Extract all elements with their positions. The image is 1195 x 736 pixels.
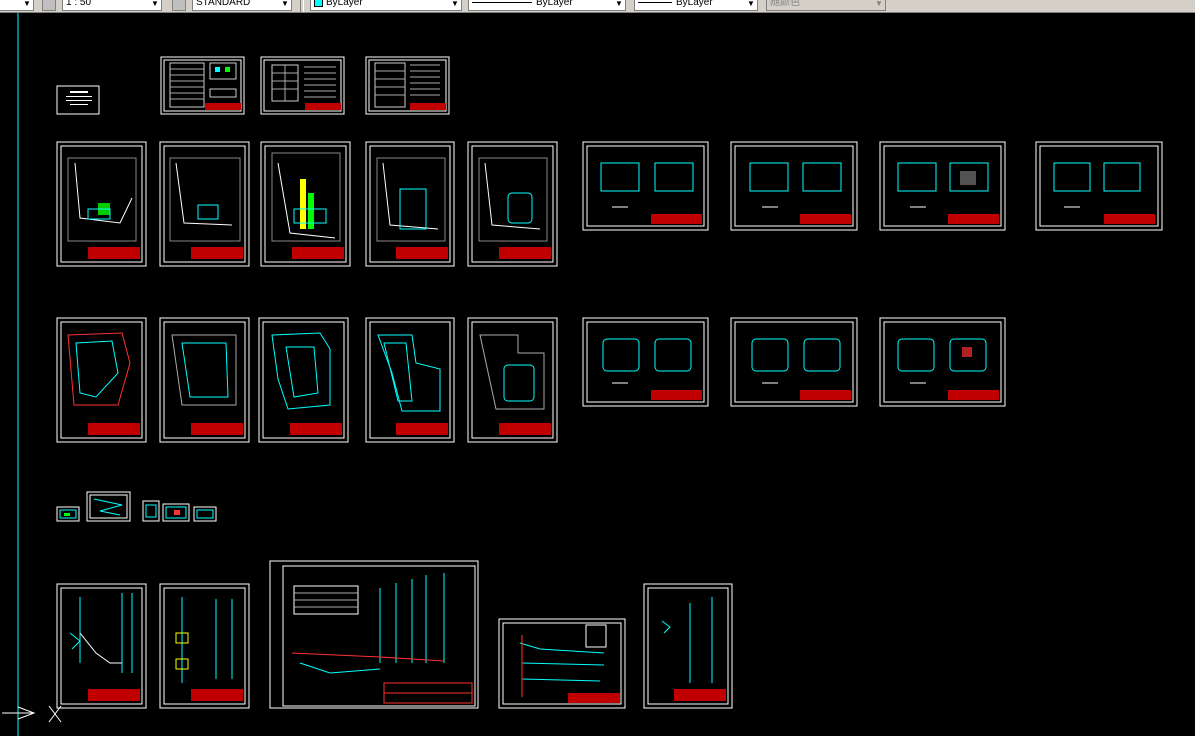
chevron-down-icon: ▼ [747,0,755,8]
riser-diagram-sheet[interactable] [159,583,250,709]
scale-value: 1 : 50 [66,0,92,8]
sheet-group-small-details [56,491,217,522]
plan-sheet[interactable] [56,317,147,443]
plan-sheet[interactable] [467,317,558,443]
plan-sheet[interactable] [467,141,558,267]
linetype-combo[interactable]: ByLayer ▼ [468,0,626,11]
toolbar-separator [300,0,304,12]
lineweight-combo[interactable]: ByLayer ▼ [634,0,758,11]
chevron-down-icon: ▼ [281,0,289,8]
system-diagram-sheet[interactable] [498,618,626,709]
sheet-group-plans-row-2 [56,317,1006,443]
detail-sheet[interactable] [56,506,80,522]
detail-sheet[interactable] [86,491,131,522]
plot-style-value: 随颜色 [770,0,800,8]
sheet-group-plans-row-1 [56,141,1163,267]
riser-diagram-sheet[interactable] [643,583,733,709]
ucs-axis-icon [2,705,62,723]
chevron-down-icon: ▼ [23,0,31,8]
unit-plan-sheet[interactable] [1035,141,1163,231]
color-combo[interactable]: ByLayer ▼ [310,0,462,11]
scale-combo[interactable]: 1 : 50 ▼ [62,0,162,11]
unit-plan-sheet[interactable] [582,141,709,231]
chevron-down-icon: ▼ [875,0,883,8]
plot-style-combo[interactable]: 随颜色 ▼ [766,0,886,11]
plan-sheet[interactable] [258,317,349,443]
lineweight-value: ByLayer [676,0,713,8]
sheet-group-system-diagrams [56,560,733,709]
unit-plan-sheet[interactable] [582,317,709,407]
color-value: ByLayer [326,0,363,9]
dimension-scale-icon[interactable] [42,0,56,11]
plan-sheet[interactable] [365,317,455,443]
sheet-group-cover [56,56,450,115]
cover-sheet[interactable] [56,85,100,115]
model-space-canvas[interactable] [0,13,1195,736]
plan-sheet[interactable] [159,141,250,267]
plan-sheet[interactable] [56,141,147,267]
chevron-down-icon: ▼ [451,0,459,8]
unit-plan-sheet[interactable] [730,317,858,407]
chevron-down-icon: ▼ [151,0,159,8]
unit-plan-sheet[interactable] [879,317,1006,407]
notes-sheet-3[interactable] [365,56,450,115]
lineweight-sample [638,1,672,3]
riser-diagram-sheet[interactable] [56,583,147,709]
detail-sheet[interactable] [193,506,217,522]
text-style-value: STANDARD [196,0,251,8]
left-truncated-combo[interactable]: ▼ [0,0,34,11]
linetype-sample [472,1,532,3]
properties-toolbar: ▼ 1 : 50 ▼ STANDARD ▼ ByLayer ▼ ByLayer … [0,0,1195,13]
text-style-combo[interactable]: STANDARD ▼ [192,0,292,11]
system-diagram-sheet[interactable] [269,560,479,709]
detail-sheet[interactable] [142,500,160,522]
color-swatch [314,0,323,7]
linetype-value: ByLayer [536,0,573,8]
plan-sheet[interactable] [260,141,351,267]
notes-sheet-1[interactable] [160,56,245,115]
unit-plan-sheet[interactable] [879,141,1006,231]
chevron-down-icon: ▼ [615,0,623,8]
plan-sheet[interactable] [365,141,455,267]
unit-plan-sheet[interactable] [730,141,858,231]
plan-sheet[interactable] [159,317,250,443]
detail-sheet[interactable] [162,503,190,522]
notes-sheet-2[interactable] [260,56,345,115]
text-style-icon[interactable] [172,0,186,11]
